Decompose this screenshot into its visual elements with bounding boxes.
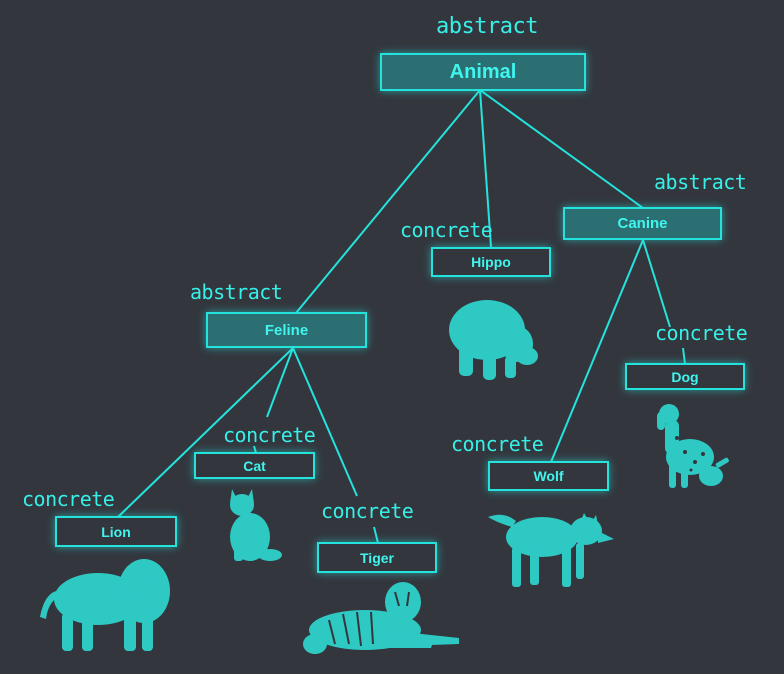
node-dog[interactable]: Dog <box>625 363 745 390</box>
node-tiger[interactable]: Tiger <box>317 542 437 573</box>
node-animal[interactable]: Animal <box>380 53 586 91</box>
tag-wolf-concrete: concrete <box>451 432 544 456</box>
tag-animal-abstract: abstract <box>436 14 538 39</box>
edge-animal-canine <box>479 89 644 209</box>
edge-animal-hippo <box>479 89 492 248</box>
node-hippo-label: Hippo <box>471 254 511 270</box>
node-canine[interactable]: Canine <box>563 207 722 240</box>
tag-feline-abstract: abstract <box>190 280 283 304</box>
edge-feline-lion <box>117 347 294 518</box>
tag-tiger-concrete: concrete <box>321 499 414 523</box>
cat-icon <box>230 489 282 561</box>
edge-tiger-label <box>373 526 379 544</box>
wolf-icon <box>488 513 614 587</box>
edge-canine-wolf <box>550 239 644 463</box>
node-cat[interactable]: Cat <box>194 452 315 479</box>
node-feline[interactable]: Feline <box>206 312 367 348</box>
edge-feline-cat <box>266 347 294 418</box>
node-cat-label: Cat <box>243 457 266 474</box>
edge-cat-label <box>253 445 257 454</box>
tag-dog-concrete: concrete <box>655 321 748 345</box>
tag-cat-concrete: concrete <box>223 423 316 447</box>
tiger-icon <box>303 582 459 654</box>
node-lion[interactable]: Lion <box>55 516 177 547</box>
tag-hippo-concrete: concrete <box>400 218 493 242</box>
node-canine-label: Canine <box>617 215 668 232</box>
edge-canine-dog <box>642 239 671 328</box>
hippo-icon <box>449 300 538 380</box>
node-wolf-label: Wolf <box>533 468 564 484</box>
node-tiger-label: Tiger <box>360 549 394 566</box>
edge-feline-tiger <box>292 347 358 497</box>
node-lion-label: Lion <box>101 523 131 540</box>
node-hippo[interactable]: Hippo <box>431 247 551 277</box>
node-dog-label: Dog <box>671 368 699 385</box>
node-animal-label: Animal <box>449 60 517 83</box>
edge-dog-label <box>682 347 686 365</box>
tag-canine-abstract: abstract <box>654 170 747 194</box>
lion-icon <box>40 559 170 651</box>
node-feline-label: Feline <box>264 321 309 339</box>
dog-icon <box>657 404 729 488</box>
tag-lion-concrete: concrete <box>22 487 115 511</box>
edge-animal-feline <box>295 89 481 314</box>
node-wolf[interactable]: Wolf <box>488 461 609 491</box>
